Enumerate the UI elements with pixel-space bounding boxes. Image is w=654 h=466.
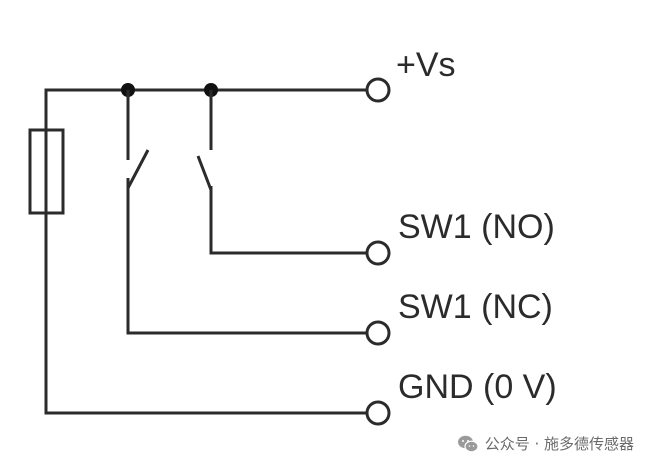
terminal-nc [365,320,391,346]
watermark-text: 公众号 · 施多德传感器 [484,435,634,453]
switch-no-contact [196,90,366,255]
label-nc-output: SW1 (NC) [398,288,553,326]
watermark: 公众号 · 施多德传感器 [457,433,634,454]
switch-nc-contact [126,90,366,335]
ground-wire [44,213,366,415]
label-supply: +Vs [396,46,456,84]
terminal-no [365,240,391,266]
supply-rail-wire [44,88,366,213]
label-no-output: SW1 (NO) [398,208,555,246]
wechat-icon [457,435,479,452]
label-ground: GND (0 V) [398,368,557,406]
terminal-ground [365,400,391,426]
terminal-supply [365,77,391,103]
